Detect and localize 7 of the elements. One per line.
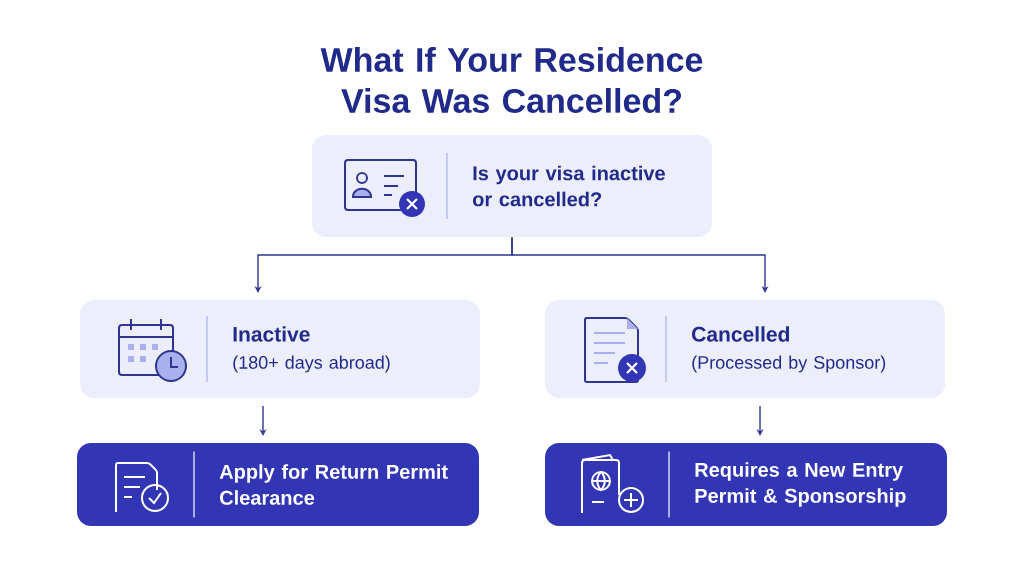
status-box: Cancelled (Processed by Sponsor) [545, 300, 945, 398]
result-box: Requires a New Entry Permit & Sponsorship [545, 443, 947, 526]
result-box: Apply for Return Permit Clearance [77, 443, 479, 526]
arrow [511, 236, 769, 293]
question-box: Is your visa inactive or cancelled? [312, 135, 712, 237]
status-box: Inactive (180+ days abroad) [80, 300, 480, 398]
title: What If Your Residence Visa Was Cancelled? [320, 47, 703, 113]
